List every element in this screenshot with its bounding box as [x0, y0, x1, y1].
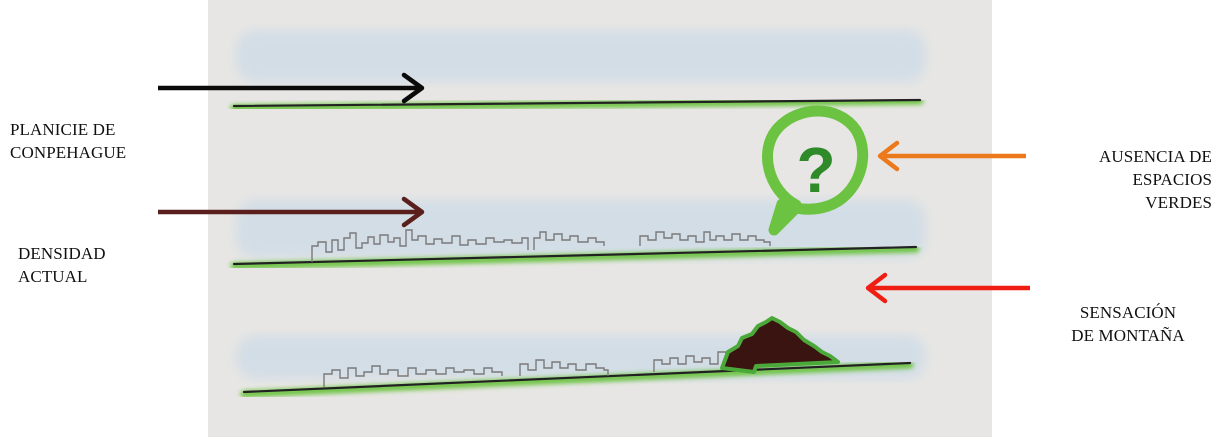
label-densidad: DENSIDAD ACTUAL — [18, 242, 106, 288]
label-planicie: PLANICIE DE CONPEHAGUE — [10, 118, 126, 164]
arrow-orange — [880, 143, 1026, 169]
label-ausencia: AUSENCIA DE ESPACIOS VERDES — [1099, 145, 1212, 214]
arrow-black — [158, 75, 422, 101]
arrow-red — [868, 275, 1030, 301]
arrow-brown — [158, 199, 422, 225]
label-sensacion: SENSACIÓN DE MONTAÑA — [1056, 301, 1200, 347]
